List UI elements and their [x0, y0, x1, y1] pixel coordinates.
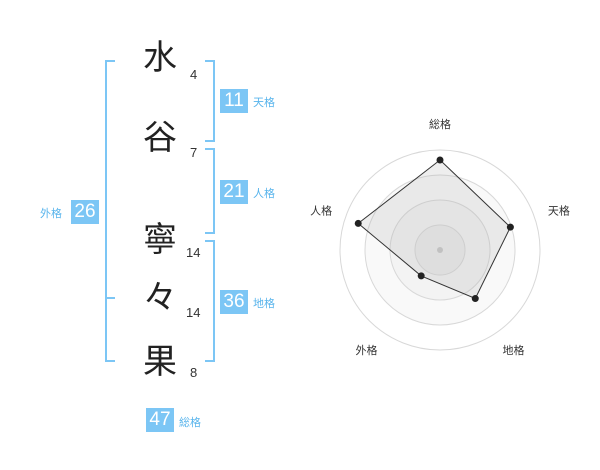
name-char-3: 寧	[143, 220, 177, 260]
gaikaku-bracket-tick	[105, 297, 115, 299]
radar-point-1	[436, 156, 444, 164]
gaikaku-label: 外格	[40, 207, 62, 220]
stroke-count-3: 14	[186, 245, 201, 260]
radar-point-2	[506, 223, 514, 231]
tenkaku-value: 11	[220, 89, 248, 113]
name-char-2: 谷	[143, 118, 177, 158]
stroke-count-2: 7	[190, 145, 198, 160]
radar-axis-label-2: 天格	[548, 203, 570, 217]
radar-axis-label-1: 総格	[429, 117, 451, 131]
jinkaku-label: 人格	[253, 187, 275, 200]
soukaku-value: 47	[146, 408, 174, 432]
radar-polygon	[357, 159, 512, 300]
radar-point-5	[354, 219, 362, 227]
stroke-count-1: 4	[190, 67, 198, 82]
chikaku-value: 36	[220, 290, 248, 314]
stroke-count-5: 8	[190, 365, 198, 380]
tenkaku-label: 天格	[253, 96, 275, 109]
name-char-1: 水	[143, 38, 177, 78]
soukaku-label: 総格	[179, 416, 201, 429]
chikaku-bracket	[205, 240, 215, 362]
radar-point-4	[417, 272, 425, 280]
radar-axis-label-3: 地格	[503, 343, 525, 357]
radar-axis-label-5: 人格	[310, 203, 332, 217]
name-char-4: 々	[143, 278, 177, 318]
radar-center	[437, 247, 443, 253]
tenkaku-bracket	[205, 60, 215, 142]
jinkaku-bracket	[205, 148, 215, 234]
name-char-5: 果	[143, 342, 177, 382]
radar-point-3	[471, 295, 479, 303]
stroke-count-4: 14	[186, 305, 201, 320]
gaikaku-bracket	[105, 60, 115, 362]
chikaku-label: 地格	[253, 297, 275, 310]
gaikaku-value: 26	[71, 200, 99, 224]
radar-axis-label-4: 外格	[356, 343, 378, 357]
jinkaku-value: 21	[220, 180, 248, 204]
